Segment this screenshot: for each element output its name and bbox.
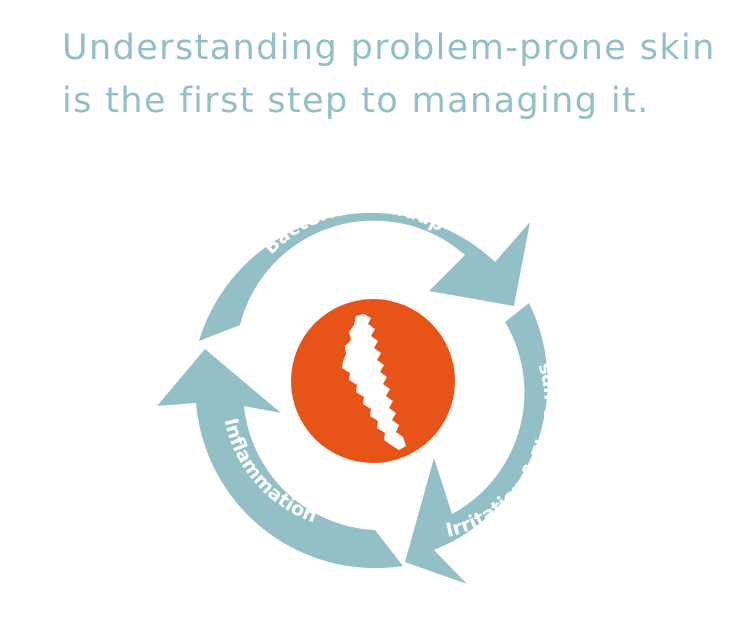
arrow-inflammation: [157, 349, 403, 569]
arrow-bacterial-buildup: [199, 212, 530, 341]
arrow-irritation-flare-ups: [405, 303, 548, 584]
headline: Understanding problem-prone skin is the …: [62, 28, 716, 121]
cycle-arrows: [157, 212, 548, 584]
skin-crack-icon: [342, 314, 406, 450]
